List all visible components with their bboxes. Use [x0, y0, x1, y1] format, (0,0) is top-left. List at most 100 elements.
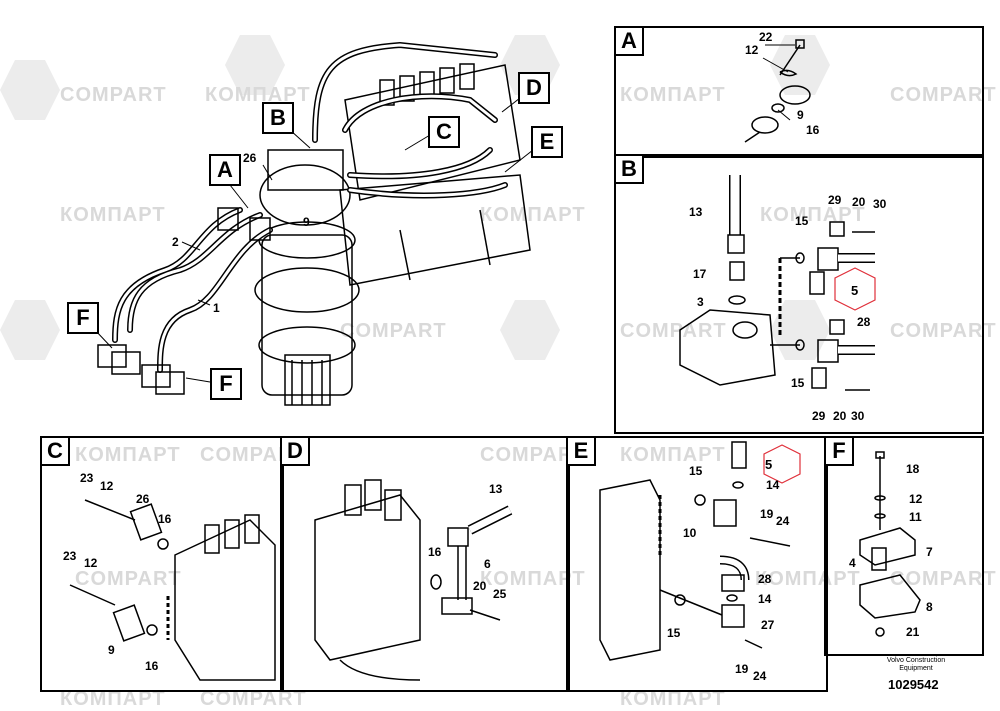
- panel-a-part-16: 16: [806, 123, 820, 137]
- panel-b-part-13: 13: [689, 205, 703, 219]
- watermark-text: КОМПАРТ: [620, 84, 726, 106]
- panel-c-part-12b: 12: [84, 556, 98, 570]
- panel-d-part-13: 13: [489, 482, 503, 496]
- panel-f-part-21: 21: [906, 625, 920, 639]
- watermark-text: COMPART: [60, 84, 167, 106]
- panel-e-part-5: 5: [765, 457, 773, 472]
- panel-e-part-15b: 15: [667, 626, 681, 640]
- panel-c-part-16: 16: [158, 512, 172, 526]
- panel-a-part-12: 12: [745, 43, 759, 57]
- watermark-text: COMPART: [200, 444, 307, 466]
- watermark-text: КОМПАРТ: [760, 204, 866, 226]
- swing-motor-drawing: [254, 149, 360, 406]
- panel-b-part-29: 29: [828, 193, 842, 207]
- watermark-text: COMPART: [890, 568, 997, 590]
- panel-f: F: [824, 436, 984, 656]
- panel-b-part-28: 28: [857, 315, 871, 329]
- panel-e-part-15: 15: [689, 464, 703, 478]
- callout-a[interactable]: A: [209, 154, 241, 186]
- panel-f-part-12: 12: [909, 492, 923, 506]
- part-5-highlight-b: [834, 267, 876, 311]
- panel-e-part-28: 28: [758, 572, 772, 586]
- watermark-text: КОМПАРТ: [60, 688, 166, 710]
- panel-b-part-17: 17: [693, 267, 707, 281]
- panel-c-part-9: 9: [108, 643, 115, 657]
- panel-d-part-16: 16: [428, 545, 442, 559]
- watermark-text: КОМПАРТ: [205, 84, 311, 106]
- panel-b: B: [614, 154, 984, 434]
- panel-f-part-7: 7: [926, 545, 933, 559]
- panel-e-part-19: 19: [760, 507, 774, 521]
- panel-f-drawing: [859, 451, 921, 637]
- panel-d: D: [280, 436, 570, 692]
- panel-b-part-15b: 15: [791, 376, 805, 390]
- flanges-drawing: [97, 207, 271, 395]
- panel-b-drawing: [679, 175, 875, 391]
- panel-e-part-10: 10: [683, 526, 697, 540]
- watermark-text: КОМПАРТ: [620, 444, 726, 466]
- panel-b-part-29b: 29: [812, 409, 826, 423]
- part-5-highlight-e: [763, 444, 801, 484]
- watermark-text: КОМПАРТ: [480, 204, 586, 226]
- panel-d-part-6: 6: [484, 557, 491, 571]
- panel-d-part-25: 25: [493, 587, 507, 601]
- panel-a-drawing: [744, 39, 811, 143]
- callout-d[interactable]: D: [518, 72, 550, 104]
- panel-b-part-20: 20: [852, 195, 866, 209]
- panel-e-tag: E: [566, 436, 596, 466]
- overview-part-1: 1: [213, 301, 220, 315]
- panel-e-part-19b: 19: [735, 662, 749, 676]
- overview-part-9: 9: [303, 215, 310, 229]
- watermark-text: COMPART: [620, 320, 727, 342]
- callout-e[interactable]: E: [531, 126, 563, 158]
- brand-label: Volvo Construction Equipment: [866, 657, 966, 673]
- callout-f-bottom[interactable]: F: [210, 368, 242, 400]
- panel-e: E: [566, 436, 828, 692]
- callout-c[interactable]: C: [428, 116, 460, 148]
- panel-d-part-20: 20: [473, 579, 487, 593]
- watermark-text: COMPART: [75, 568, 182, 590]
- watermark-text: COMPART: [480, 444, 587, 466]
- watermark-text: КОМПАРТ: [755, 568, 861, 590]
- overview-part-2: 2: [172, 235, 179, 249]
- panel-c-tag: C: [40, 436, 70, 466]
- panel-f-tag: F: [824, 436, 854, 466]
- panel-a: A: [614, 26, 984, 158]
- panel-e-part-27: 27: [761, 618, 775, 632]
- panel-b-part-5: 5: [851, 283, 859, 298]
- panel-b-part-30b: 30: [851, 409, 865, 423]
- panel-e-drawing: [599, 441, 791, 661]
- panel-c-part-23b: 23: [63, 549, 77, 563]
- watermark-text: КОМПАРТ: [620, 688, 726, 710]
- panel-b-part-30: 30: [873, 197, 887, 211]
- watermark-text: КОМПАРТ: [480, 568, 586, 590]
- panel-b-part-3: 3: [697, 295, 704, 309]
- panel-e-part-14: 14: [766, 478, 780, 492]
- brand-line-2: Equipment: [899, 665, 933, 672]
- panel-f-part-4: 4: [849, 556, 856, 570]
- panel-c: C: [40, 436, 284, 692]
- panel-c-part-23: 23: [80, 471, 94, 485]
- panel-f-part-18: 18: [906, 462, 920, 476]
- panel-d-tag: D: [280, 436, 310, 466]
- callout-f-top[interactable]: F: [67, 302, 99, 334]
- panel-e-part-14b: 14: [758, 592, 772, 606]
- watermark-text: COMPART: [890, 84, 997, 106]
- brand-line-1: Volvo Construction: [886, 657, 946, 664]
- panel-b-part-20b: 20: [833, 409, 847, 423]
- callout-b[interactable]: B: [262, 102, 294, 134]
- panel-c-part-26: 26: [136, 492, 150, 506]
- panel-e-part-24b: 24: [753, 669, 767, 683]
- panel-d-drawing: [314, 479, 513, 681]
- panel-b-part-15: 15: [795, 214, 809, 228]
- panel-b-tag: B: [614, 154, 644, 184]
- panel-a-part-22: 22: [759, 30, 773, 44]
- panel-c-drawing: [69, 499, 276, 681]
- panel-c-part-12: 12: [100, 479, 114, 493]
- overview-part-26: 26: [243, 151, 257, 165]
- drawing-id: 1029542: [888, 677, 939, 692]
- panel-f-part-8: 8: [926, 600, 933, 614]
- panel-c-part-16b: 16: [145, 659, 159, 673]
- watermark-text: КОМПАРТ: [75, 444, 181, 466]
